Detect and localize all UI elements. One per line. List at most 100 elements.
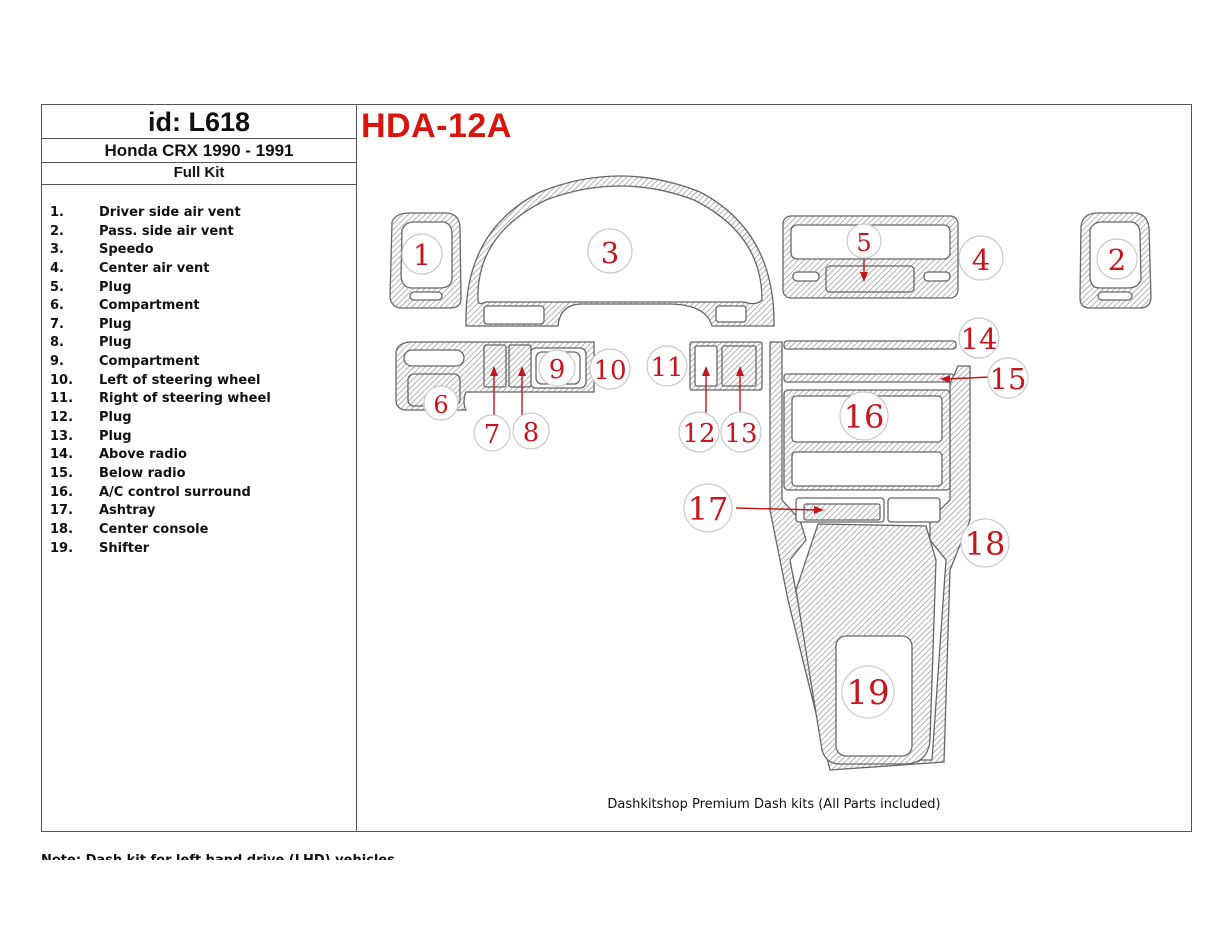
part-name: Center air vent: [99, 260, 210, 276]
kit-id: id: L618: [42, 105, 356, 139]
parts-list-item: 14.Above radio: [50, 447, 271, 466]
parts-list-item: 5. Plug: [50, 280, 271, 299]
svg-text:19: 19: [846, 673, 889, 713]
part-above-radio: [783, 340, 957, 350]
svg-text:2: 2: [1108, 243, 1126, 277]
part-number: 9.: [50, 354, 64, 370]
part-number: 8.: [50, 335, 64, 351]
part-name: Ashtray: [99, 503, 156, 519]
parts-list-item: 17. Ashtray: [50, 503, 271, 522]
svg-text:5: 5: [856, 229, 871, 257]
part-number: 3.: [50, 242, 64, 258]
label-10: 10: [589, 348, 631, 390]
label-8: 8: [512, 412, 550, 450]
parts-list-item: 11. Right of steering wheel: [50, 391, 271, 410]
part-name: A/C control surround: [99, 484, 251, 500]
part-name: Right of steering wheel: [99, 391, 271, 407]
part-plug-7: [483, 344, 507, 388]
svg-text:10: 10: [593, 356, 626, 386]
svg-text:14: 14: [961, 322, 998, 356]
part-number: 17.: [50, 503, 74, 519]
parts-list-item: 18. Center console: [50, 522, 271, 541]
part-plug-8: [508, 344, 532, 388]
label-15: 15: [987, 357, 1029, 399]
parts-list-item: 13.Plug: [50, 429, 271, 448]
dash-kit-diagram: 1 2 3 4 5 6 7 8 9 10 11 12 13 14 15 16 1…: [389, 175, 1152, 771]
part-name: Plug: [99, 335, 132, 351]
svg-text:3: 3: [601, 236, 619, 270]
part-number: 7.: [50, 316, 64, 332]
vehicle-model: Honda CRX 1990 - 1991: [42, 139, 356, 163]
label-6: 6: [423, 385, 459, 421]
part-name: Below radio: [99, 465, 186, 481]
part-number: 14.: [50, 447, 74, 463]
part-name: Left of steering wheel: [99, 372, 261, 388]
part-name: Driver side air vent: [99, 205, 241, 220]
parts-list: 1. Driver side air vent 2. Pass. side air v…: [50, 205, 271, 559]
svg-text:12: 12: [682, 419, 715, 449]
label-2: 2: [1096, 238, 1138, 280]
parts-list-item: 8. Plug: [50, 335, 271, 354]
label-7: 7: [473, 414, 511, 452]
part-number: 2.: [50, 223, 64, 239]
parts-list-item: 4. Center air vent: [50, 261, 271, 280]
part-number: 15.: [50, 465, 74, 481]
label-19: 19: [841, 665, 895, 719]
parts-list-item: 16. A/C control surround: [50, 485, 271, 504]
part-name: Plug: [99, 316, 132, 332]
part-number: 1.: [50, 205, 64, 220]
parts-panel: id: L618 Honda CRX 1990 - 1991 Full Kit …: [41, 104, 357, 832]
part-name: Compartment: [99, 298, 200, 314]
product-code: HDA-12A: [361, 107, 512, 145]
svg-text:16: 16: [844, 398, 885, 436]
svg-text:4: 4: [972, 243, 990, 277]
svg-text:6: 6: [433, 391, 448, 419]
label-18: 18: [960, 518, 1010, 568]
label-11: 11: [646, 345, 688, 387]
part-name: Plug: [99, 279, 132, 295]
svg-text:15: 15: [990, 362, 1027, 396]
svg-text:9: 9: [549, 355, 566, 385]
kit-type: Full Kit: [42, 163, 356, 185]
caption: Dashkitshop Premium Dash kits (All Parts…: [607, 797, 941, 812]
caption-row: Dashkitshop Premium Dash kits (All Parts…: [0, 797, 1228, 812]
label-13: 13: [720, 411, 762, 453]
part-name: Center console: [99, 521, 209, 537]
svg-text:7: 7: [484, 420, 501, 450]
part-name: Shifter: [99, 540, 150, 556]
part-name: Plug: [99, 428, 132, 444]
svg-text:1: 1: [413, 238, 431, 272]
part-number: 11.: [50, 391, 74, 407]
part-number: 18.: [50, 521, 74, 537]
part-name: Speedo: [99, 242, 154, 258]
part-shifter: [795, 523, 937, 765]
label-1: 1: [401, 233, 443, 275]
label-14: 14: [958, 317, 1000, 359]
label-9: 9: [538, 349, 576, 387]
part-plug-5: [825, 265, 915, 293]
svg-text:8: 8: [523, 418, 540, 448]
svg-text:11: 11: [650, 353, 683, 383]
parts-list-item: 6.Compartment: [50, 298, 271, 317]
part-number: 10.: [50, 372, 74, 388]
part-below-radio: [783, 373, 955, 383]
parts-list-item: 2. Pass. side air vent: [50, 224, 271, 243]
part-number: 5.: [50, 279, 64, 295]
parts-list-item: 3. Speedo: [50, 242, 271, 261]
part-number: 4.: [50, 260, 64, 276]
label-17: 17: [683, 483, 733, 533]
parts-list-item: 19. Shifter: [50, 541, 271, 560]
part-name: Compartment: [99, 354, 200, 370]
svg-text:18: 18: [965, 525, 1006, 563]
part-number-labels: 1 2 3 4 5 6 7 8 9 10 11 12 13 14 15 16 1…: [401, 223, 1138, 719]
svg-text:17: 17: [688, 490, 729, 528]
label-12: 12: [678, 411, 720, 453]
label-5: 5: [846, 223, 882, 259]
label-16: 16: [839, 391, 889, 441]
part-name: Pass. side air vent: [99, 223, 234, 239]
parts-list-item: 15. Below radio: [50, 466, 271, 485]
parts-list-item: 9. Compartment: [50, 354, 271, 373]
part-number: 19.: [50, 540, 74, 556]
part-number: 16.: [50, 484, 74, 500]
callout-arrows: [490, 256, 991, 514]
